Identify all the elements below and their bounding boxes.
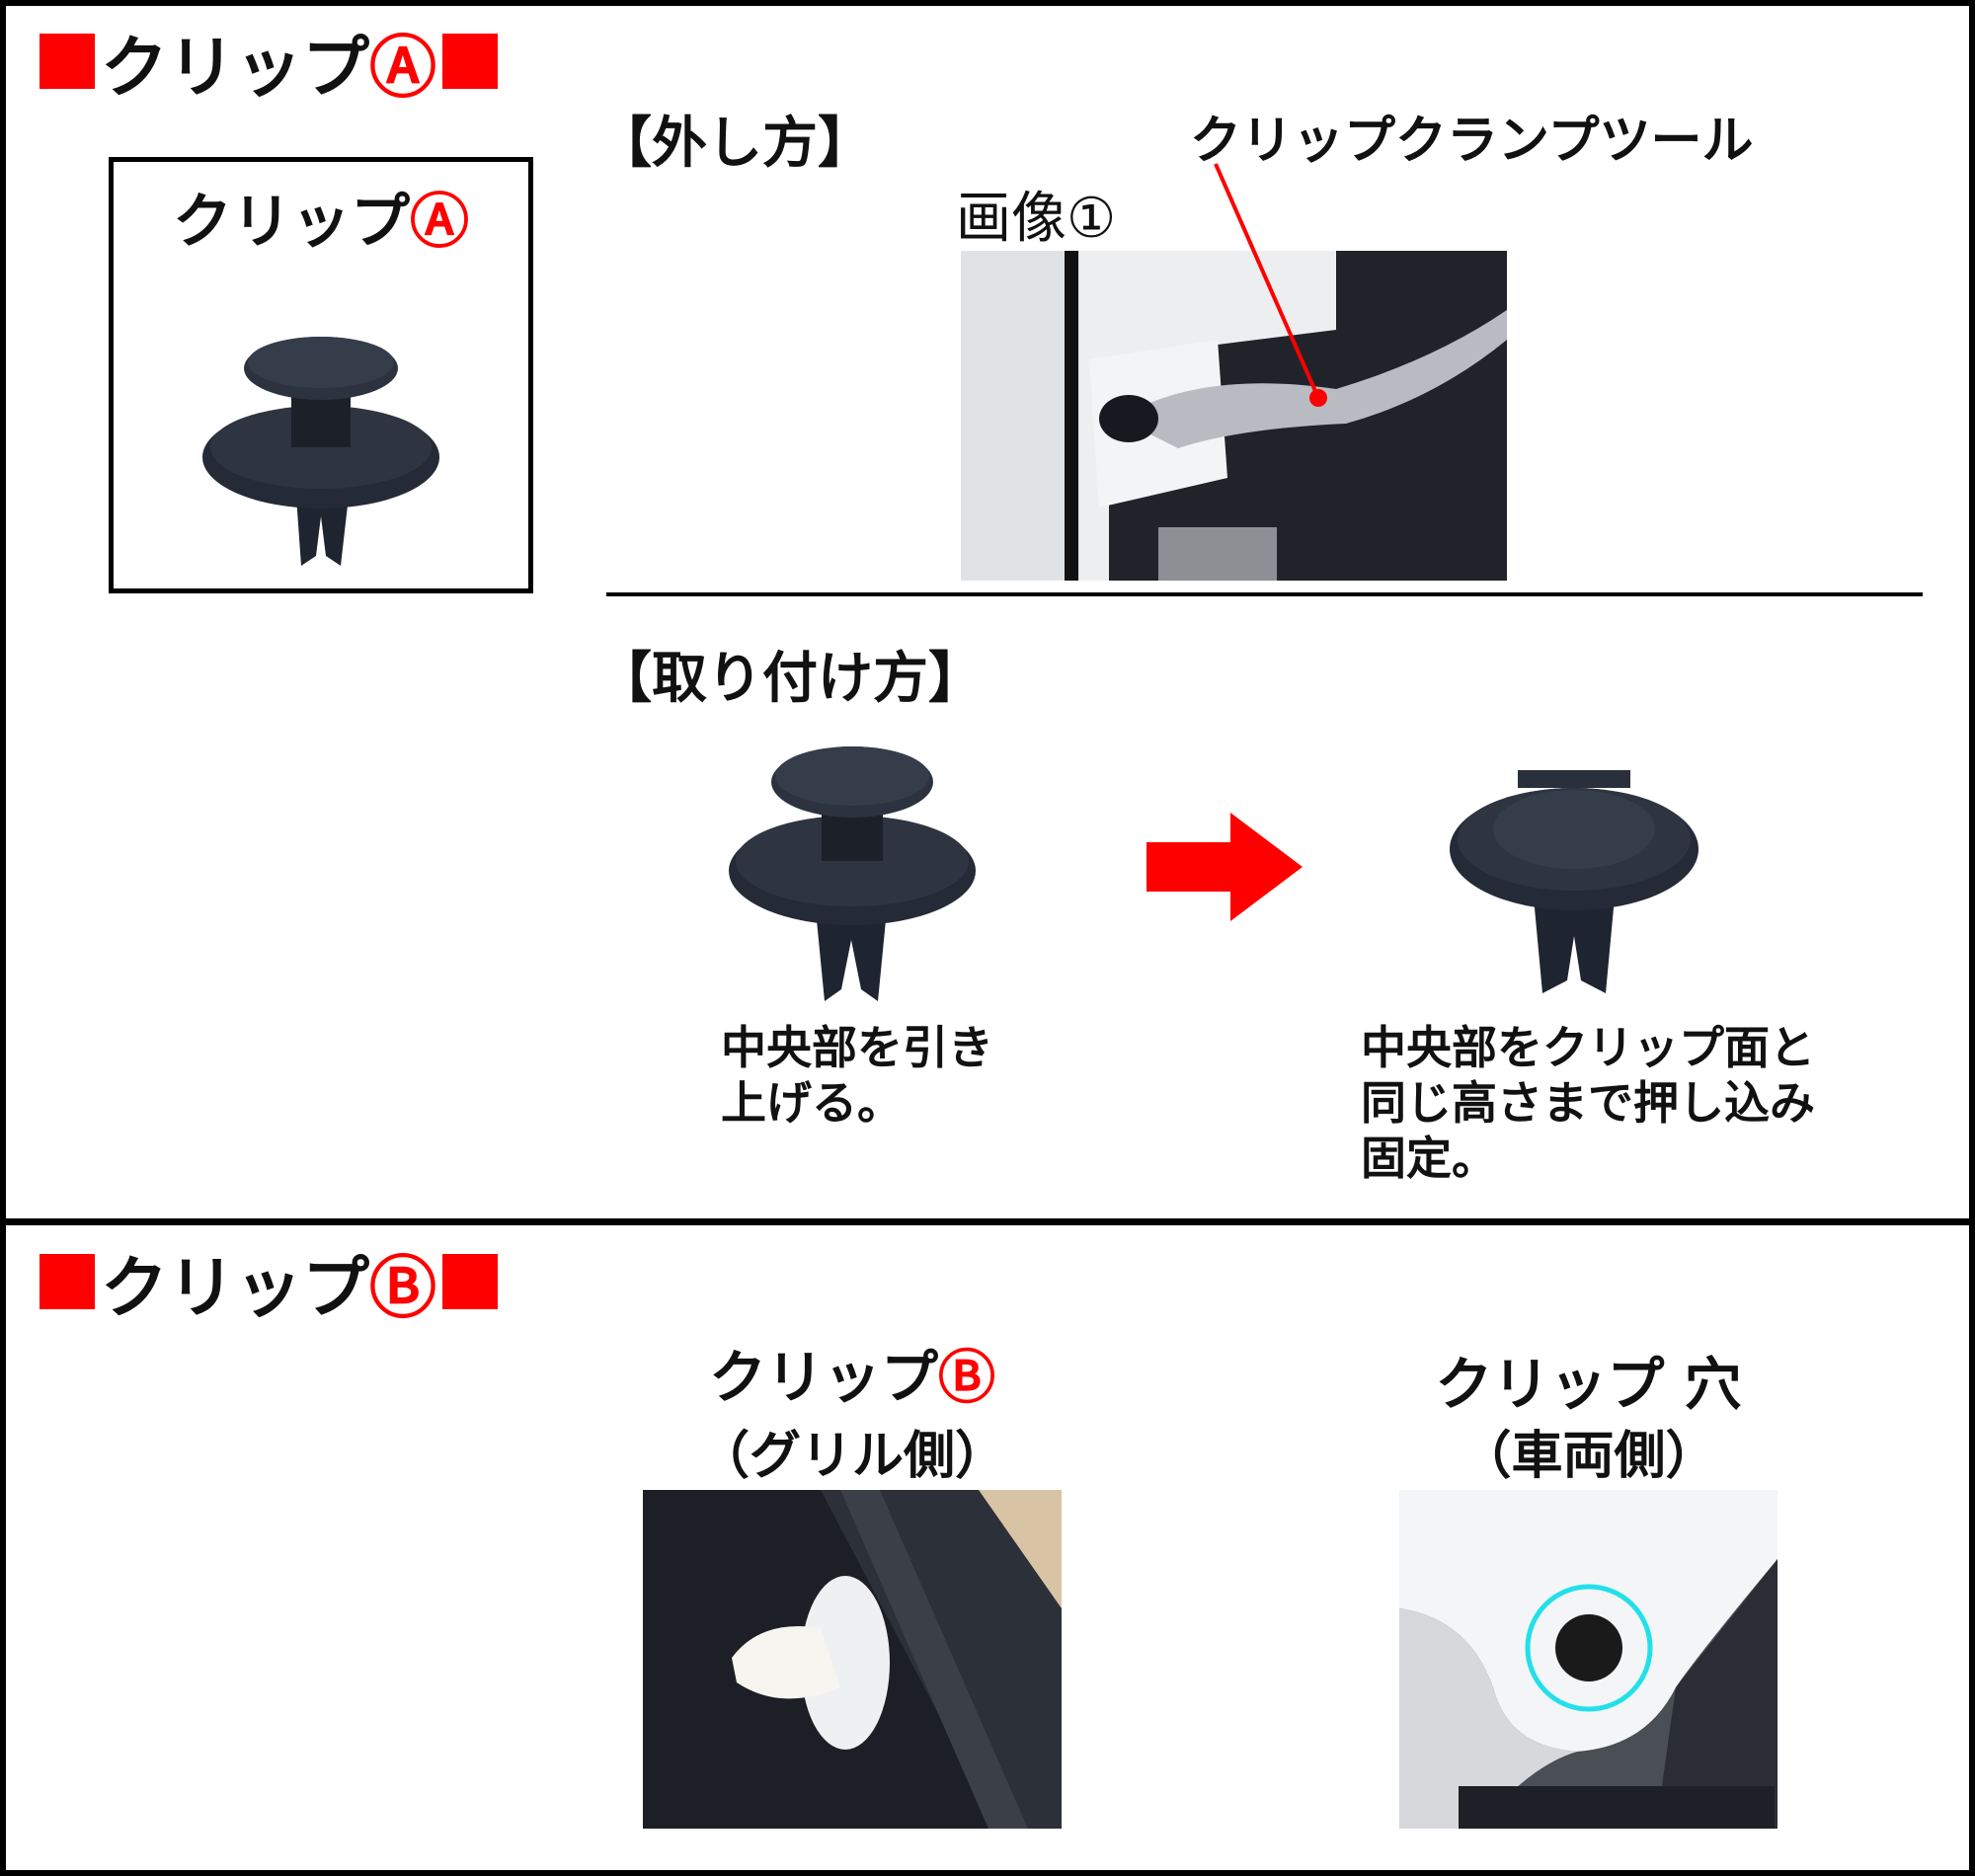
clip-a-box: クリップⒶ bbox=[109, 157, 533, 593]
clip-hole-label: クリップ 穴 bbox=[1435, 1351, 1742, 1418]
circle-b-label: Ⓑ bbox=[938, 1344, 996, 1411]
red-square-icon bbox=[40, 34, 95, 89]
clip-a-box-label-text: クリップ bbox=[173, 188, 410, 257]
clamp-tool-label: クリップクランプツール bbox=[1190, 112, 1754, 171]
section-b-title-text: クリップ bbox=[101, 1249, 370, 1328]
section-b-title: クリップ Ⓑ bbox=[34, 1246, 504, 1328]
hole-highlight-ring bbox=[1525, 1584, 1653, 1712]
clip-a-image bbox=[202, 337, 439, 566]
clip-locked-image bbox=[1450, 770, 1698, 993]
grille-clip-label-text: クリップ bbox=[708, 1344, 938, 1411]
grille-clip-label: クリップⒷ bbox=[643, 1331, 1062, 1414]
circle-a-label: Ⓐ bbox=[369, 29, 437, 108]
step1-line2: 上げる。 bbox=[721, 1076, 903, 1130]
red-square-icon bbox=[442, 1254, 499, 1309]
clip-a-box-label: クリップⒶ bbox=[114, 174, 528, 260]
clip-hole-photo bbox=[1399, 1490, 1778, 1829]
section-divider bbox=[0, 1218, 1975, 1225]
grille-clip-photo bbox=[643, 1490, 1062, 1829]
right-arrow-icon bbox=[1146, 813, 1303, 921]
step2-line3: 固定。 bbox=[1361, 1132, 1497, 1185]
clip-raised-image bbox=[729, 746, 976, 1001]
red-square-icon bbox=[442, 34, 499, 89]
section-divider-line bbox=[606, 592, 1923, 596]
step2-caption: 中央部をクリップ面と 同じ高さまで押し込み 固定。 bbox=[1361, 1020, 1815, 1186]
step1-line1: 中央部を引き bbox=[721, 1021, 993, 1074]
install-heading: 【取り付け方】 bbox=[596, 647, 984, 711]
red-square-icon bbox=[40, 1254, 95, 1309]
removal-photo bbox=[961, 251, 1507, 581]
vehicle-side-label: （車両側） bbox=[1460, 1427, 1717, 1486]
step1-caption: 中央部を引き 上げる。 bbox=[721, 1020, 993, 1131]
step2-line1: 中央部をクリップ面と bbox=[1361, 1021, 1815, 1074]
step2-line2: 同じ高さまで押し込み bbox=[1361, 1076, 1815, 1130]
image-1-label: 画像① bbox=[956, 187, 1117, 251]
section-a-title: クリップ Ⓐ bbox=[34, 26, 504, 108]
grille-side-label: （グリル側） bbox=[697, 1427, 1006, 1486]
removal-heading: 【外し方】 bbox=[596, 112, 873, 176]
circle-b-label: Ⓑ bbox=[369, 1249, 437, 1328]
circle-a-label: Ⓐ bbox=[410, 188, 469, 257]
tool-pointer-line bbox=[1214, 163, 1327, 407]
section-a-title-text: クリップ bbox=[101, 29, 370, 108]
